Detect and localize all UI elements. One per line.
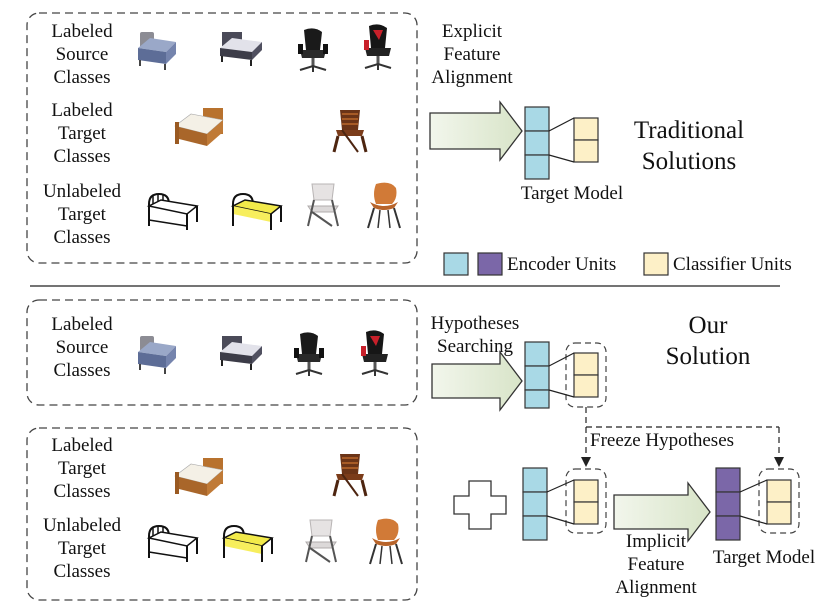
final-model-connectors xyxy=(739,479,768,525)
chair-image xyxy=(296,26,330,74)
bed-image xyxy=(148,525,198,563)
legend-encoder-label: Encoder Units xyxy=(507,254,617,275)
top-target-model-label: Target Model xyxy=(520,183,624,204)
top-model-connectors xyxy=(548,117,575,163)
top-unlabeled-label: Unlabeled Target Classes xyxy=(30,180,134,249)
chair-image xyxy=(369,517,403,565)
label-line: Labeled xyxy=(51,100,113,121)
title-line: Traditional xyxy=(633,117,745,144)
bottom-source-box xyxy=(26,299,418,406)
bed-image xyxy=(232,193,282,231)
mid-model-connectors xyxy=(546,479,575,525)
bed-image xyxy=(137,31,177,71)
label-line: Classes xyxy=(53,227,111,248)
legend-encoder-swatch-blue xyxy=(443,252,469,276)
legend-classifier-swatch xyxy=(643,252,669,276)
chair-image xyxy=(305,519,337,563)
implicit-alignment-label: Implicit Feature Alignment xyxy=(608,530,704,599)
bed-image xyxy=(219,31,263,67)
final-encoder-units xyxy=(715,467,741,541)
traditional-solutions-title: Traditional Solutions xyxy=(624,115,754,177)
label-line: Unlabeled xyxy=(42,181,122,202)
label-line: Searching xyxy=(437,336,513,357)
label-line: Labeled xyxy=(51,435,113,456)
chair-image xyxy=(367,181,401,229)
bed-image xyxy=(148,193,198,231)
label-line: Labeled xyxy=(51,314,113,335)
chair-image xyxy=(359,328,390,378)
bed-image xyxy=(137,335,177,375)
implicit-alignment-arrow xyxy=(613,481,711,543)
source-hypothesis-dashed-frame xyxy=(565,342,607,408)
bottom-source-label: Labeled Source Classes xyxy=(38,313,126,382)
label-line: Feature xyxy=(627,554,685,575)
top-source-box xyxy=(26,12,418,264)
mid-classifier-units xyxy=(573,479,599,525)
mid-encoder-units xyxy=(522,467,548,541)
final-hypothesis-dashed-frame xyxy=(758,468,800,534)
chair-image xyxy=(332,108,368,154)
bottom-target-label: Labeled Target Classes xyxy=(38,434,126,503)
freeze-hypotheses-arrows xyxy=(585,407,780,460)
chair-image xyxy=(307,183,339,227)
final-classifier-units xyxy=(766,479,792,525)
bed-image xyxy=(174,107,224,147)
top-classifier-units xyxy=(573,117,599,163)
freeze-arrowhead-left xyxy=(581,457,591,467)
label-line: Classes xyxy=(53,481,111,502)
label-line: Feature xyxy=(443,44,501,65)
label-line: Target xyxy=(58,458,106,479)
chair-image xyxy=(362,22,393,72)
label-line: Classes xyxy=(53,561,111,582)
chair-image xyxy=(332,452,368,498)
source-encoder-units xyxy=(524,341,550,409)
label-line: Alignment xyxy=(431,67,513,88)
hypotheses-search-arrow xyxy=(431,350,523,412)
plus-icon xyxy=(453,480,507,530)
hypotheses-search-label: Hypotheses Searching xyxy=(420,312,530,358)
label-line: Source xyxy=(55,44,109,65)
freeze-hypotheses-label: Freeze Hypotheses xyxy=(590,430,735,451)
bottom-target-box xyxy=(26,427,418,601)
freeze-arrowhead-right xyxy=(774,457,784,467)
legend-encoder-swatch-purple xyxy=(477,252,503,276)
title-line: Our xyxy=(688,312,728,339)
bed-image xyxy=(223,525,273,563)
label-line: Classes xyxy=(53,67,111,88)
legend-classifier-label: Classifier Units xyxy=(673,254,792,275)
top-source-label: Labeled Source Classes xyxy=(38,20,126,89)
label-line: Labeled xyxy=(51,21,113,42)
label-line: Unlabeled xyxy=(42,515,122,536)
title-line: Solution xyxy=(665,343,751,370)
source-model-connectors xyxy=(548,352,575,398)
our-solution-title: Our Solution xyxy=(648,310,768,372)
bottom-unlabeled-label: Unlabeled Target Classes xyxy=(30,514,134,583)
top-encoder-units xyxy=(524,106,550,180)
source-classifier-units xyxy=(573,352,599,398)
label-line: Alignment xyxy=(615,577,697,598)
label-line: Hypotheses xyxy=(430,313,520,334)
bed-image xyxy=(219,335,263,371)
label-line: Source xyxy=(55,337,109,358)
label-line: Target xyxy=(58,204,106,225)
label-line: Implicit xyxy=(625,531,687,552)
final-target-model-label: Target Model xyxy=(712,547,816,568)
bed-image xyxy=(174,457,224,497)
explicit-alignment-label: Explicit Feature Alignment xyxy=(424,20,520,89)
label-line: Classes xyxy=(53,146,111,167)
chair-image xyxy=(292,330,326,378)
title-line: Solutions xyxy=(641,148,737,175)
label-line: Target xyxy=(58,538,106,559)
explicit-alignment-arrow xyxy=(429,100,523,162)
mid-hypothesis-dashed-frame xyxy=(565,468,607,534)
top-target-label: Labeled Target Classes xyxy=(38,99,126,168)
label-line: Classes xyxy=(53,360,111,381)
label-line: Target xyxy=(58,123,106,144)
label-line: Explicit xyxy=(441,21,503,42)
